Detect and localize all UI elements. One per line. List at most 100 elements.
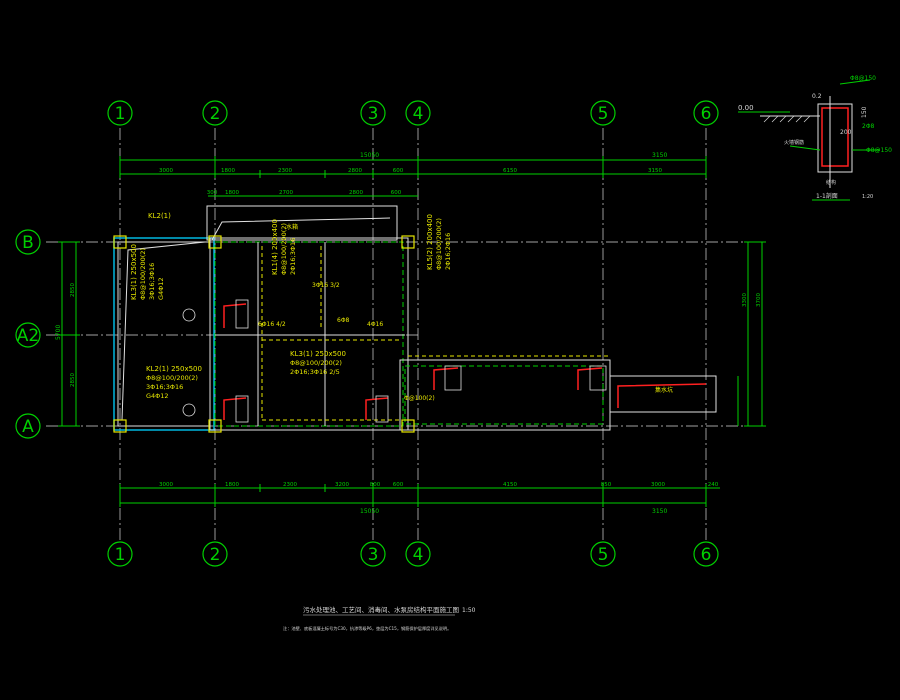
dim-bottom-2: 2300 bbox=[283, 482, 297, 488]
drawing-scale: 1:50 bbox=[462, 607, 476, 614]
dim-bottom-3: 3200 bbox=[335, 482, 349, 488]
axis-bubble-bottom-5: 5 bbox=[590, 541, 616, 567]
axis-bubble-bottom-1-label: 1 bbox=[115, 545, 126, 565]
beam-spec-3-1: 2Φ16;3Φ16 bbox=[289, 238, 297, 275]
dim-bottom-1: 1800 bbox=[225, 482, 239, 488]
beam-spec-1-0: Φ8@100/200(2) bbox=[139, 248, 147, 300]
axis-bubble-top-3-label: 3 bbox=[368, 104, 379, 124]
beam-label-2: KL2(1) 250x500Φ8@100/200(2)3Φ16;3Φ16G4Φ1… bbox=[146, 365, 202, 400]
beam-name-3: KL1(4) 200x400 bbox=[271, 219, 279, 275]
dim-top-6: 3150 bbox=[648, 168, 662, 174]
section-detail-1-1: 0.00 Φ8@150 0.2 150 200 2Φ8 Φ8@150 1-1剖面… bbox=[738, 75, 892, 201]
annotation-3: 3Φ16 3/2 bbox=[312, 282, 340, 289]
axis-bubble-bottom-1: 1 bbox=[107, 541, 133, 567]
detail-label-6: 1-1剖面 bbox=[816, 192, 838, 200]
axis-bubble-top-2-label: 2 bbox=[210, 104, 221, 124]
detail-label-2: 150 bbox=[861, 106, 868, 118]
axis-bubbles-bottom: 1 2 3 4 5 6 bbox=[107, 541, 719, 567]
dim-bottom-6: 4150 bbox=[503, 482, 517, 488]
dim-top-4: 600 bbox=[393, 168, 404, 174]
axis-bubble-bottom-6-label: 6 bbox=[701, 545, 712, 565]
detail-label-4: 2Φ8 bbox=[862, 123, 875, 130]
dim-top-inner-2: 2700 bbox=[279, 190, 293, 196]
beam-name-1: KL3(1) 250x500 bbox=[130, 244, 138, 300]
axis-bubbles-left: B A2A bbox=[15, 229, 41, 439]
axis-bubble-left-A2: A2 bbox=[15, 322, 41, 348]
dim-top-3: 2800 bbox=[348, 168, 362, 174]
dim-top-1: 1800 bbox=[221, 168, 235, 174]
dim-top-inner-4: 600 bbox=[391, 190, 402, 196]
annotation-2: 6Φ8 bbox=[337, 317, 350, 324]
dim-top-5: 6150 bbox=[503, 168, 517, 174]
annotation-0: 6Φ16 4/2 bbox=[258, 321, 286, 328]
axis-bubble-bottom-6: 6 bbox=[693, 541, 719, 567]
detail-elevation: 0.00 bbox=[738, 104, 754, 112]
detail-label-5: Φ8@150 bbox=[866, 147, 892, 154]
annotation-4: Φ@100(2) bbox=[404, 395, 435, 402]
detail-label-0: Φ8@150 bbox=[850, 75, 876, 82]
axis-bubble-top-3: 3 bbox=[360, 100, 386, 126]
beam-name-5: KL5(2) 200x400 bbox=[426, 214, 434, 270]
axis-bubble-left-B: B bbox=[15, 229, 41, 255]
axis-bubble-left-A: A bbox=[15, 413, 41, 439]
beam-spec-2-0: Φ8@100/200(2) bbox=[146, 374, 198, 382]
annotation-5: 水箱 bbox=[286, 223, 298, 231]
detail-label-3: 200 bbox=[840, 129, 852, 136]
beam-spec-2-2: G4Φ12 bbox=[146, 392, 169, 400]
dim-bottom-9: 240 bbox=[708, 482, 719, 488]
dim-top-inner-0: 300 bbox=[207, 190, 218, 196]
beam-name-0: KL2(1) bbox=[148, 212, 171, 220]
dim-right-0: 3300 bbox=[742, 293, 748, 307]
drawing-note: 注：池壁、底板混凝土标号为C30，抗渗等级P6，垫层为C15，钢筋保护层厚度详见… bbox=[283, 625, 451, 632]
dim-bottom-total-right: 3150 bbox=[652, 508, 667, 515]
axis-bubble-bottom-3: 3 bbox=[360, 541, 386, 567]
axis-bubble-bottom-2: 2 bbox=[202, 541, 228, 567]
axis-bubble-top-4: 4 bbox=[405, 100, 431, 126]
beam-label-0: KL2(1) bbox=[148, 212, 171, 220]
axis-bubble-top-4-label: 4 bbox=[413, 104, 424, 124]
dim-bottom-4: 800 bbox=[370, 482, 381, 488]
axis-bubble-top-6-label: 6 bbox=[701, 104, 712, 124]
annotation-1: 4Φ16 bbox=[367, 321, 383, 328]
axis-bubble-left-A2-label: A2 bbox=[17, 326, 39, 346]
axis-bubble-bottom-2-label: 2 bbox=[210, 545, 221, 565]
axis-bubble-top-1-label: 1 bbox=[115, 104, 126, 124]
detail-label-7: 1:20 bbox=[862, 194, 873, 200]
axis-bubble-bottom-4: 4 bbox=[405, 541, 431, 567]
axis-bubble-left-A-label: A bbox=[22, 417, 34, 437]
dim-bottom-8: 3000 bbox=[651, 482, 665, 488]
beam-spec-5-0: Φ8@100/200(2) bbox=[435, 218, 443, 270]
dimension-text-bottom-row: 3000 1800 2300 3200 800 600 4150 850 3000 240 bbox=[159, 482, 719, 488]
dim-left-0: 2850 bbox=[70, 283, 76, 297]
beam-spec-3-0: Φ8@100/200(2) bbox=[280, 223, 288, 275]
beam-spec-2-1: 3Φ16;3Φ16 bbox=[146, 383, 183, 391]
axis-bubble-top-5-label: 5 bbox=[598, 104, 609, 124]
dim-bottom-5: 600 bbox=[393, 482, 404, 488]
dim-top-2: 2300 bbox=[278, 168, 292, 174]
dim-top-inner-3: 2800 bbox=[349, 190, 363, 196]
axis-bubble-bottom-4-label: 4 bbox=[413, 545, 424, 565]
detail-label-1: 0.2 bbox=[812, 93, 822, 100]
dim-bottom-7: 850 bbox=[601, 482, 612, 488]
drawing-title: 污水处理池、工艺间、消毒间、水泵房结构平面施工图 bbox=[303, 605, 459, 614]
axis-bubbles-top: 1 2 3 4 5 6 bbox=[107, 100, 719, 126]
dim-top-right: 3150 bbox=[652, 152, 667, 159]
beam-spec-1-1: 3Φ16;3Φ16 bbox=[148, 263, 156, 300]
columns bbox=[113, 235, 415, 433]
openings bbox=[182, 299, 707, 423]
tank-walls bbox=[113, 205, 717, 431]
dim-top-total: 15050 bbox=[360, 152, 379, 159]
dimension-lines bbox=[58, 156, 766, 507]
dim-bottom-0: 3000 bbox=[159, 482, 173, 488]
dim-left-total: 5700 bbox=[55, 325, 62, 340]
beam-spec-4-1: 2Φ16;3Φ16 2/5 bbox=[290, 368, 340, 376]
